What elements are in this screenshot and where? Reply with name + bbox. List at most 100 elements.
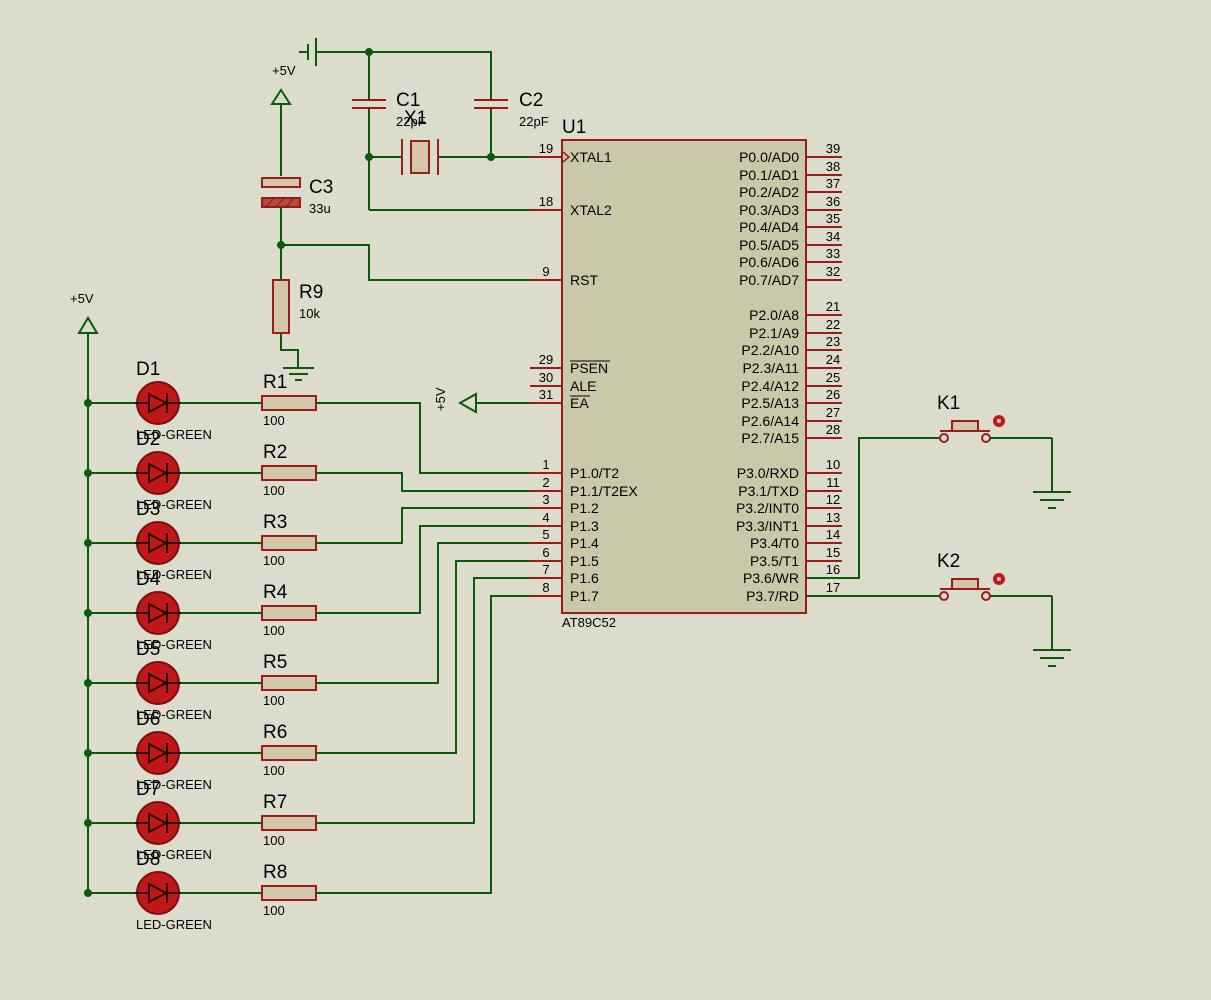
capacitor-c1: C1 22pF (352, 90, 426, 129)
power-terminal-led-rail: +5V (70, 291, 99, 893)
ic-pin-number: 22 (826, 317, 840, 332)
led-value: LED-GREEN (136, 847, 212, 862)
ic-pin-number: 35 (826, 211, 840, 226)
ic-pin-name: XTAL1 (570, 149, 612, 165)
ic-u1: U1 AT89C52 19XTAL118XTAL29RST29PSEN30ALE… (530, 117, 842, 630)
ic-pin-name: P0.4/AD4 (739, 219, 799, 235)
led-value: LED-GREEN (136, 707, 212, 722)
ic-pin-number: 28 (826, 422, 840, 437)
ic-pin-number: 34 (826, 229, 840, 244)
ic-pin-name: P1.2 (570, 500, 599, 516)
ic-pin-name: ALE (570, 378, 596, 394)
ground-symbol-r9 (283, 367, 314, 381)
ic-pin-name: EA (570, 395, 589, 411)
ic-pin-name: P3.1/TXD (738, 483, 799, 499)
ic-pin-left: 3P1.2 (530, 492, 599, 516)
resistor-ref: R1 (263, 372, 287, 393)
ic-pin-name: P0.7/AD7 (739, 272, 799, 288)
crystal-x1: X1 (401, 108, 439, 175)
ic-pin-name: P3.4/T0 (750, 535, 799, 551)
c1-value: 22pF (396, 114, 426, 129)
power-label-top: +5V (272, 63, 296, 78)
ic-pin-name: P3.0/RXD (737, 465, 799, 481)
ic-pin-number: 39 (826, 141, 840, 156)
led-value: LED-GREEN (136, 427, 212, 442)
ic-pin-left: 6P1.5 (530, 545, 599, 569)
ic-pin-name: P3.6/WR (743, 570, 799, 586)
ic-pin-name: RST (570, 272, 598, 288)
ic-pin-number: 26 (826, 387, 840, 402)
resistor-r9: R9 10k (272, 279, 323, 334)
resistor-ref: R7 (263, 792, 287, 813)
ic-pin-number: 32 (826, 264, 840, 279)
r9-ref: R9 (299, 282, 323, 303)
ic-pin-name: P1.4 (570, 535, 599, 551)
c3-ref: C3 (309, 177, 333, 198)
ic-pin-left: 1P1.0/T2 (530, 457, 619, 481)
c3-value: 33u (309, 201, 331, 216)
ic-pin-number: 9 (542, 264, 549, 279)
reset-network-wires (277, 207, 530, 368)
ic-pin-name: P2.2/A10 (741, 342, 799, 358)
ic-pin-number: 8 (542, 580, 549, 595)
ic-pin-left: 8P1.7 (530, 580, 599, 604)
resistor-ref: R2 (263, 442, 287, 463)
ic-pin-name: P2.6/A14 (741, 413, 799, 429)
c2-ref: C2 (519, 90, 543, 111)
ic-pin-left: 4P1.3 (530, 510, 599, 534)
ic-pin-number: 27 (826, 405, 840, 420)
led-value: LED-GREEN (136, 777, 212, 792)
ic-pin-name: P1.1/T2EX (570, 483, 638, 499)
ic-pin-number: 23 (826, 334, 840, 349)
ic-pin-name: P2.3/A11 (742, 360, 799, 376)
ic-pin-name: P2.0/A8 (749, 307, 799, 323)
button-k2[interactable]: K2 (806, 551, 1071, 667)
resistor-value: 100 (263, 623, 285, 638)
ic-pin-number: 29 (539, 352, 553, 367)
ic-pin-number: 16 (826, 562, 840, 577)
ic-pin-number: 6 (542, 545, 549, 560)
ic-pin-number: 15 (826, 545, 840, 560)
ic-pin-name: P3.3/INT1 (736, 518, 799, 534)
ic-pin-number: 38 (826, 159, 840, 174)
button-k1[interactable]: K1 (806, 393, 1071, 579)
ic-pin-name: PSEN (570, 360, 608, 376)
ic-pin-number: 17 (826, 580, 840, 595)
oscillator-wires (316, 48, 530, 211)
ic-pin-name: P0.6/AD6 (739, 254, 799, 270)
r9-value: 10k (299, 306, 320, 321)
resistor-ref: R5 (263, 652, 287, 673)
ic-pin-number: 12 (826, 492, 840, 507)
capacitor-c2: C2 22pF (474, 90, 549, 129)
ic-pin-number: 13 (826, 510, 840, 525)
c2-value: 22pF (519, 114, 549, 129)
ic-pin-name: P0.1/AD1 (739, 167, 799, 183)
